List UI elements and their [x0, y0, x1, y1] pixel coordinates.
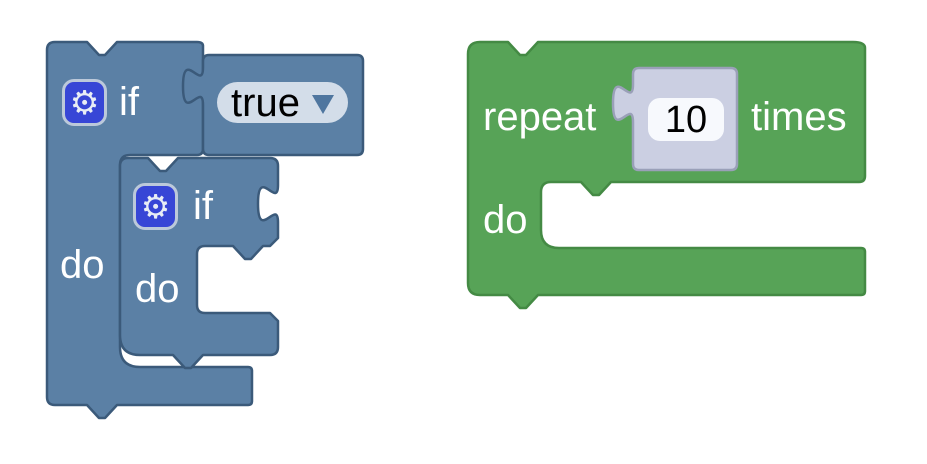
- nested-if-label: if: [193, 184, 213, 228]
- dropdown-arrow-icon: [311, 95, 334, 114]
- block-repeat[interactable]: [466, 40, 867, 310]
- mutator-gear-icon-nested[interactable]: ⚙: [133, 183, 178, 230]
- mutator-gear-icon[interactable]: ⚙: [62, 79, 107, 126]
- repeat-count-value: 10: [664, 98, 708, 141]
- outer-do-label: do: [60, 243, 105, 287]
- condition-dropdown[interactable]: true: [217, 82, 348, 123]
- repeat-do-label: do: [483, 198, 528, 242]
- gear-icon: ⚙: [69, 83, 100, 122]
- gear-icon: ⚙: [140, 187, 171, 226]
- nested-do-label: do: [135, 267, 180, 311]
- repeat-count-field[interactable]: 10: [648, 98, 724, 141]
- times-label: times: [751, 95, 847, 139]
- condition-value: true: [231, 80, 300, 125]
- repeat-label: repeat: [483, 95, 597, 139]
- outer-if-label: if: [119, 80, 139, 124]
